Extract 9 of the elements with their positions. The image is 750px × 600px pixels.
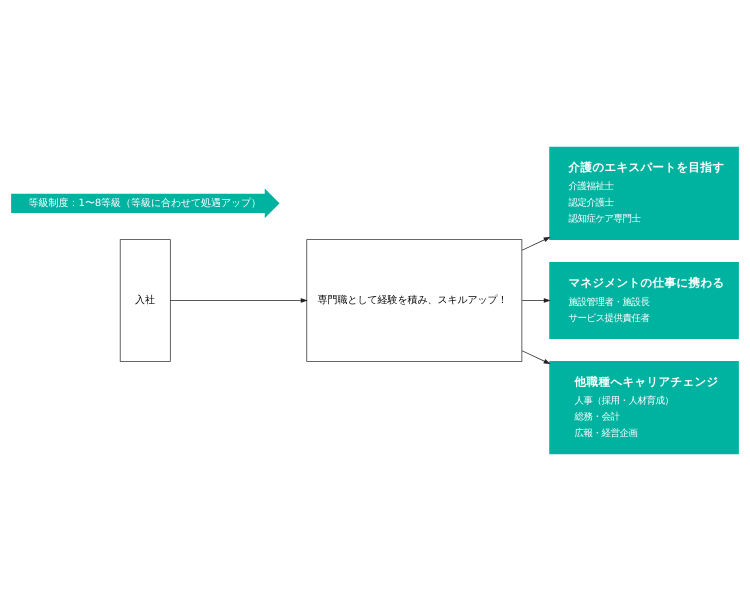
arrow — [522, 350, 551, 364]
arrow — [170, 298, 308, 302]
node-box: 専門職として経験を積み、スキルアップ！ — [306, 238, 522, 362]
arrow — [522, 236, 551, 250]
arrow — [522, 298, 551, 302]
node-box: 介護のエキスパートを目指す 介護福祉士 認定介護士 認知症ケア専門士 — [549, 146, 739, 240]
node-box: 他職種へキャリアチェンジ 人事（採用・人材育成） 総務・会計 広報・経営企画 — [549, 360, 739, 454]
node-box: 入社 — [120, 238, 171, 362]
node-box: マネジメントの仕事に携わる 施設管理者・施設長 サービス提供責任者 — [549, 261, 739, 339]
